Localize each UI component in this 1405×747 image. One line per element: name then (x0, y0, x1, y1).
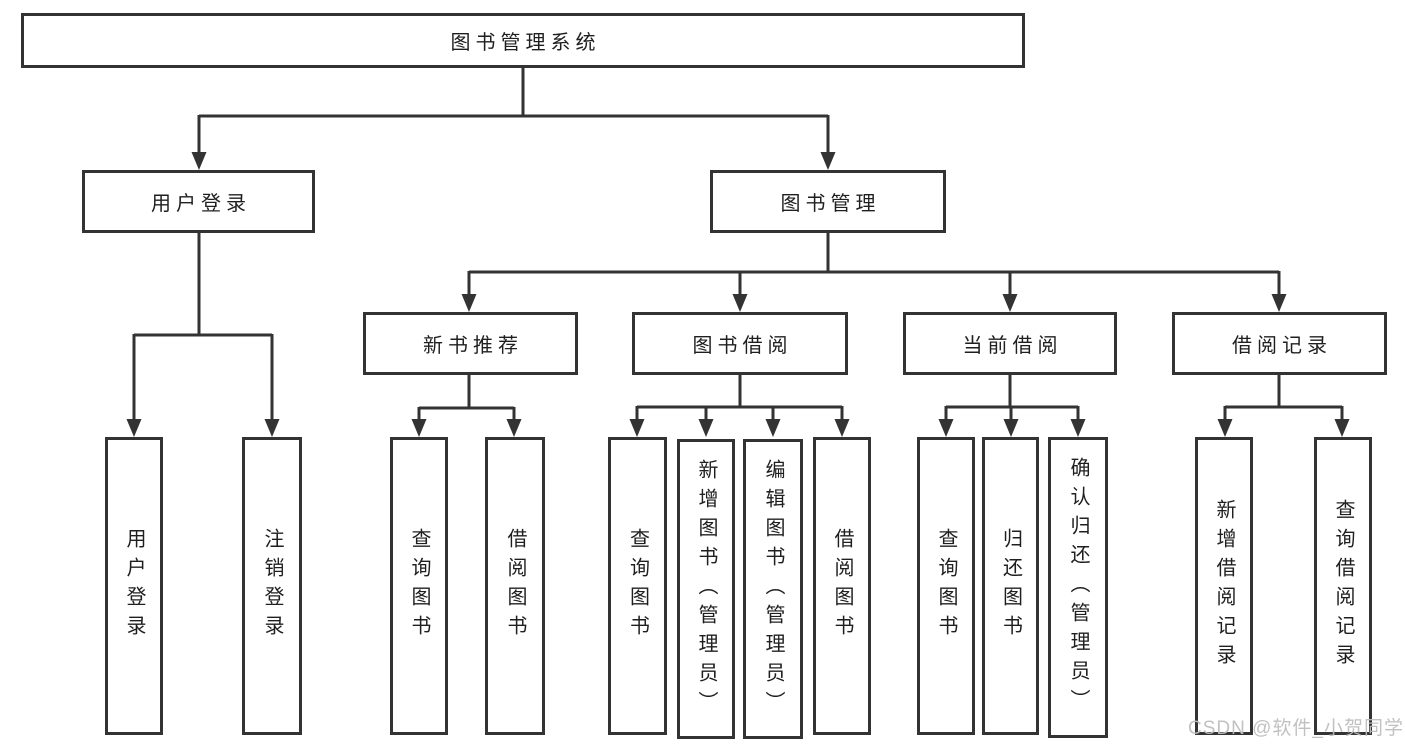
leaf-label: 查询图书 (935, 528, 957, 644)
arrowhead-icon (264, 419, 280, 437)
leaf-borrow-books-recommend: 借阅图书 (485, 437, 545, 735)
arrowhead-icon (629, 419, 645, 437)
connector-edges (132, 68, 1344, 424)
node-label: 用户登录 (151, 193, 251, 215)
leaf-return-books: 归还图书 (982, 437, 1039, 735)
node-label: 图书管理系统 (450, 32, 601, 54)
arrowhead-icons (126, 152, 1350, 437)
leaf-label: 编辑图书（管理员） (762, 458, 784, 720)
leaf-label: 用户登录 (123, 528, 145, 644)
leaf-label: 归还图书 (999, 528, 1022, 644)
node-new-book-recommendation: 新书推荐 (363, 312, 578, 375)
arrowhead-icon (126, 419, 142, 437)
arrowhead-icon (461, 294, 477, 312)
leaf-label: 查询借阅记录 (1332, 499, 1354, 673)
arrowhead-icon (1002, 294, 1018, 312)
arrowhead-icon (732, 294, 748, 312)
leaf-label: 新增图书（管理员） (695, 458, 717, 720)
arrowhead-icon (1271, 294, 1287, 312)
node-book-management: 图书管理 (710, 170, 946, 233)
arrowhead-icon (1070, 419, 1086, 437)
leaf-add-books-admin: 新增图书（管理员） (677, 439, 735, 739)
arrowhead-icon (506, 419, 522, 437)
leaf-user-login: 用户登录 (105, 437, 163, 735)
leaf-confirm-return-admin: 确认归还（管理员） (1048, 437, 1108, 738)
node-label: 新书推荐 (423, 335, 523, 357)
node-label: 当前借阅 (962, 335, 1063, 357)
arrowhead-icon (191, 152, 207, 170)
leaf-query-borrow-record: 查询借阅记录 (1314, 437, 1372, 735)
node-current-borrowing: 当前借阅 (903, 312, 1117, 375)
leaf-logout: 注销登录 (242, 437, 302, 735)
leaf-add-borrow-record: 新增借阅记录 (1195, 437, 1253, 735)
node-borrowing-records: 借阅记录 (1172, 312, 1387, 375)
node-library-management-system: 图书管理系统 (21, 13, 1025, 68)
leaf-label: 新增借阅记录 (1213, 499, 1235, 673)
leaf-edit-books-admin: 编辑图书（管理员） (743, 439, 803, 739)
leaf-label: 借阅图书 (831, 528, 853, 644)
leaf-label: 查询图书 (408, 528, 430, 644)
node-label: 借阅记录 (1232, 335, 1332, 357)
node-user-login: 用户登录 (82, 170, 315, 233)
arrowhead-icon (834, 419, 850, 437)
leaf-query-books-recommend: 查询图书 (390, 437, 448, 735)
node-label: 图书借阅 (692, 335, 793, 357)
arrowhead-icon (1334, 419, 1350, 437)
leaf-query-books-current: 查询图书 (917, 437, 975, 735)
arrowhead-icon (820, 152, 836, 170)
leaf-borrow-books: 借阅图书 (813, 437, 871, 735)
leaf-label: 查询图书 (626, 528, 649, 644)
leaf-label: 注销登录 (261, 528, 283, 644)
arrowhead-icon (411, 419, 427, 437)
arrowhead-icon (1217, 419, 1233, 437)
leaf-label: 确认归还（管理员） (1067, 457, 1089, 718)
arrowhead-icon (938, 419, 954, 437)
arrowhead-icon (765, 419, 781, 437)
csdn-watermark: CSDN @软件_小贺同学 (1188, 718, 1404, 739)
arrowhead-icon (1003, 419, 1019, 437)
arrowhead-icon (698, 419, 714, 437)
node-book-borrowing: 图书借阅 (632, 312, 848, 375)
leaf-label: 借阅图书 (504, 528, 526, 644)
leaf-query-books-borrowing: 查询图书 (608, 437, 667, 735)
node-label: 图书管理 (780, 193, 881, 215)
